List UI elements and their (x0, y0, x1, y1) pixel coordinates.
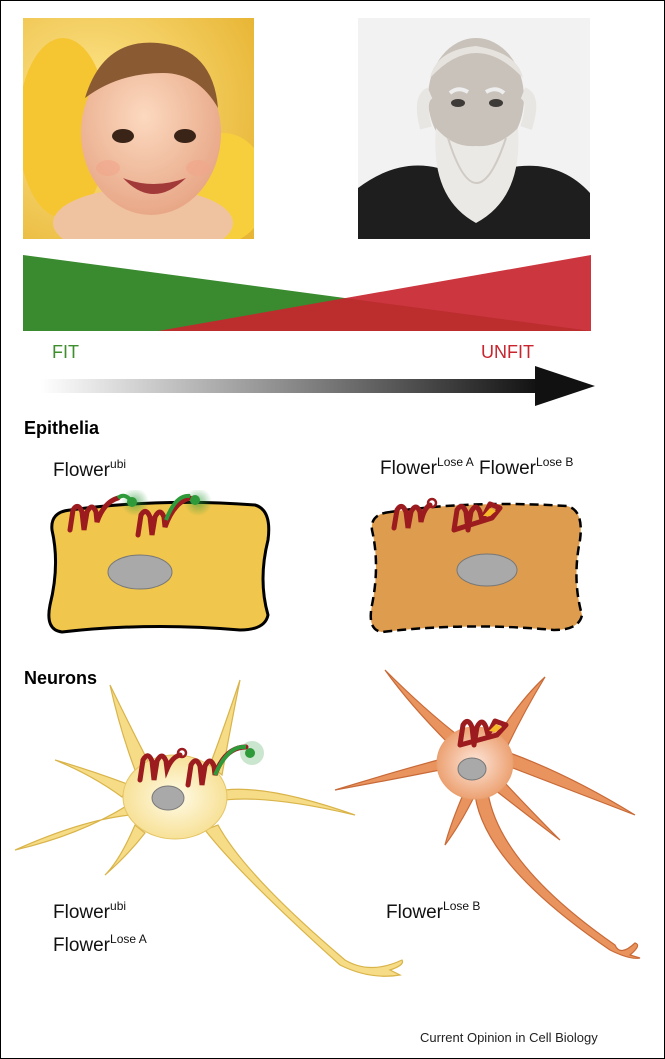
label-flower-lose-ab-epithelia: FlowerLose A FlowerLose B (380, 455, 574, 479)
section-heading-neurons: Neurons (24, 668, 98, 688)
unfit-epithelial-cell (369, 497, 584, 634)
section-heading-epithelia: Epithelia (24, 418, 100, 438)
label-flower-lose-b-neuron: FlowerLose B (386, 899, 481, 923)
fitness-gradient-triangles (23, 255, 591, 331)
fit-epithelial-cell (47, 490, 271, 634)
fit-label: FIT (52, 342, 79, 362)
baby-photo (23, 18, 254, 239)
label-flower-ubi-neuron: Flowerubi (53, 899, 127, 923)
label-flower-ubi-epithelia: Flowerubi (53, 457, 127, 481)
journal-credit: Current Opinion in Cell Biology (420, 1030, 598, 1045)
gradient-arrow (40, 366, 595, 406)
unfit-neuron (334, 669, 641, 959)
unfit-triangle (158, 255, 591, 331)
label-flower-lose-a-neuron: FlowerLose A (53, 932, 147, 956)
fit-neuron (14, 679, 404, 977)
old-man-photo (358, 18, 590, 239)
unfit-label: UNFIT (481, 342, 534, 362)
